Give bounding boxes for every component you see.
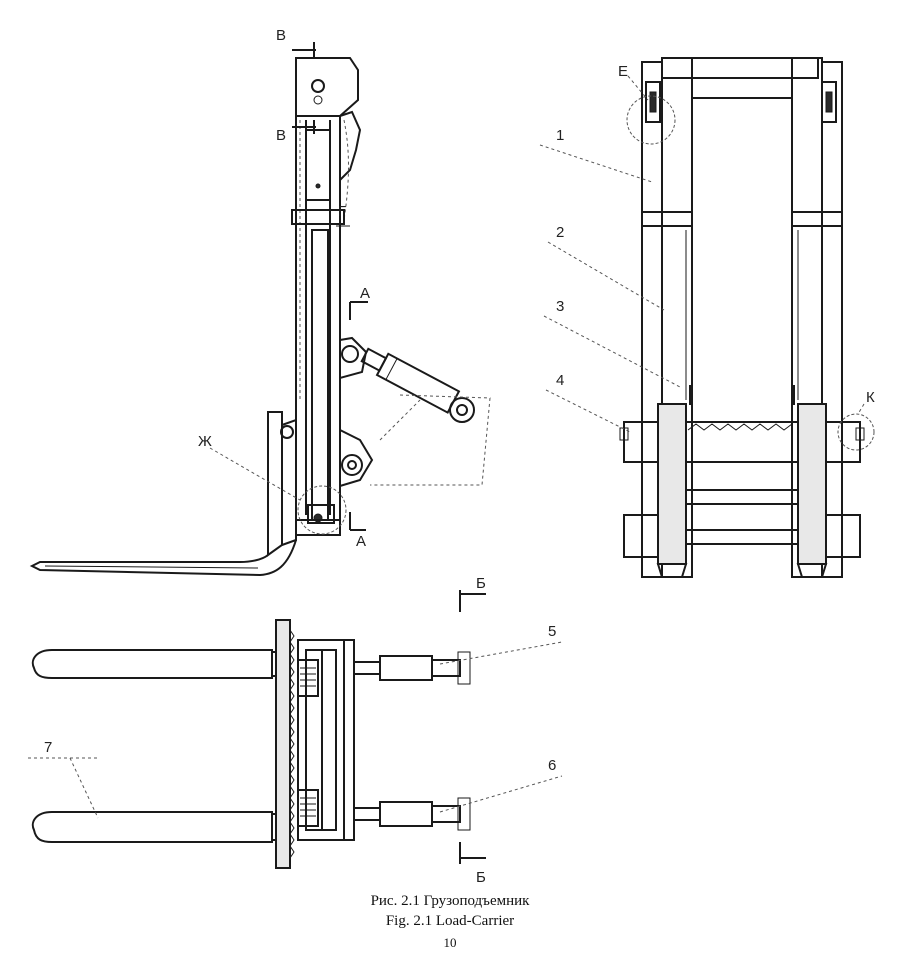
item-label-5: 5 bbox=[548, 623, 556, 640]
section-label-b-bottom: Б bbox=[476, 869, 486, 886]
side-view: В В Г А А Ж bbox=[29, 27, 491, 577]
item-label-1: 1 bbox=[556, 127, 564, 144]
section-label-v-top: В bbox=[276, 27, 286, 44]
section-label-a-top: А bbox=[360, 285, 370, 302]
section-label-v-bottom: В bbox=[276, 127, 286, 144]
item-label-7: 7 bbox=[44, 739, 52, 756]
item-label-3: 3 bbox=[556, 298, 564, 315]
top-view: Б Б 5 6 7 bbox=[28, 575, 563, 886]
caption-english: Fig. 2.1 Load-Carrier bbox=[385, 913, 515, 929]
section-label-b-top: Б bbox=[476, 575, 486, 592]
item-label-6: 6 bbox=[548, 757, 556, 774]
section-label-a-bottom: А bbox=[356, 533, 366, 550]
caption-russian: Рис. 2.1 Грузоподъемник bbox=[370, 893, 530, 909]
detail-label-k: К bbox=[866, 389, 875, 406]
front-view: 1 2 3 4 Е К bbox=[539, 57, 875, 578]
detail-label-e: Е bbox=[618, 63, 628, 80]
section-label-g: Г bbox=[338, 203, 346, 220]
page-number: 10 bbox=[443, 935, 457, 950]
item-label-2: 2 bbox=[556, 224, 564, 241]
item-label-4: 4 bbox=[556, 372, 564, 389]
detail-label-zh: Ж bbox=[198, 433, 212, 450]
